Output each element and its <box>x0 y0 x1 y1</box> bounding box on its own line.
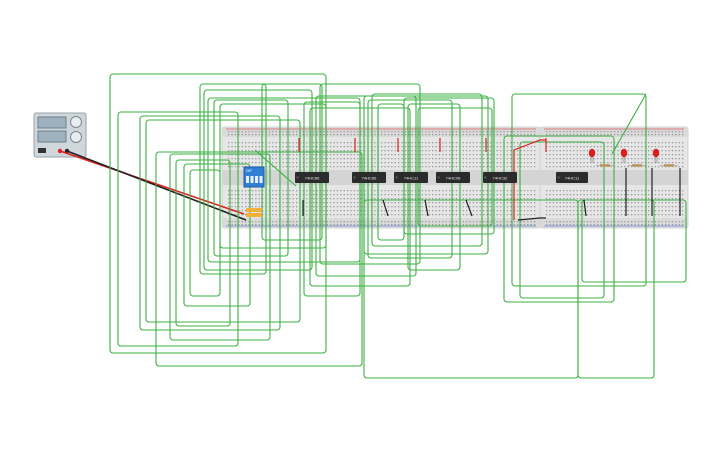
jumper-wire[interactable] <box>511 93 647 287</box>
input-resistors <box>246 208 262 217</box>
jumper-wire[interactable] <box>117 111 239 347</box>
ic-chip-ic4[interactable]: 74HC08 <box>436 172 470 183</box>
current-knob-icon[interactable] <box>70 131 82 143</box>
ic-chip-ic5[interactable]: 74HC32 <box>483 172 517 183</box>
jumper-wire[interactable] <box>175 159 231 327</box>
jumper-wire[interactable] <box>371 93 483 247</box>
jumper-wire[interactable] <box>199 83 267 275</box>
led-icon <box>588 148 596 158</box>
jumper-wire[interactable] <box>403 97 495 235</box>
power-supply-display-1 <box>37 116 67 129</box>
jumper-wire[interactable] <box>183 163 251 307</box>
power-supply-display-2 <box>37 130 67 143</box>
jumper-wire[interactable] <box>303 101 361 297</box>
jumper-wire[interactable] <box>581 199 687 283</box>
ic-label: 74HC11 <box>565 176 580 181</box>
ic-label: 74HC86 <box>305 176 320 181</box>
ic-chip-ic2[interactable]: 74HC86 <box>352 172 386 183</box>
jumper-wire[interactable] <box>189 169 221 297</box>
dip-switch-label: DIP <box>246 169 253 173</box>
led-icon <box>620 148 628 158</box>
jumper-wire[interactable] <box>254 149 297 187</box>
jumper-wire[interactable] <box>309 107 411 287</box>
ic-label: 74HC11 <box>404 176 419 181</box>
dip-switch-key[interactable] <box>246 176 249 183</box>
ic-label: 74HC08 <box>446 176 461 181</box>
jumper-wire[interactable] <box>611 93 647 155</box>
dip-switch-key[interactable] <box>250 176 254 183</box>
ic-chips[interactable]: 74HC86 74HC86 74HC11 74HC08 74HC32 74HC11 <box>295 172 588 183</box>
ic-chip-ic1[interactable]: 74HC86 <box>295 172 329 183</box>
dip-switch-keys[interactable] <box>246 176 263 183</box>
output-leds[interactable] <box>588 148 678 167</box>
ic-chip-ic6[interactable]: 74HC11 <box>556 172 588 183</box>
power-leads[interactable] <box>59 150 247 221</box>
jumper-wire[interactable] <box>145 119 301 323</box>
dip-switch-key[interactable] <box>259 176 263 183</box>
power-switch[interactable] <box>38 148 46 153</box>
jumper-wire[interactable] <box>213 99 289 257</box>
jumper-wire[interactable] <box>417 107 493 227</box>
led-icon <box>652 148 660 158</box>
power-supply[interactable] <box>33 112 87 158</box>
jumper-wire[interactable] <box>503 135 615 303</box>
jumper-wire[interactable] <box>407 103 461 271</box>
jumper-wire[interactable] <box>139 115 281 331</box>
ic-label: 74HC86 <box>362 176 377 181</box>
ic-chip-ic3[interactable]: 74HC11 <box>394 172 428 183</box>
voltage-knob-icon[interactable] <box>70 116 82 128</box>
dip-switch[interactable]: DIP <box>243 166 265 188</box>
dip-switch-key[interactable] <box>255 176 258 183</box>
jumper-wire[interactable] <box>155 151 363 367</box>
jumper-wire[interactable] <box>261 83 323 241</box>
short-jumpers[interactable] <box>298 138 681 221</box>
ic-label: 74HC32 <box>493 176 508 181</box>
